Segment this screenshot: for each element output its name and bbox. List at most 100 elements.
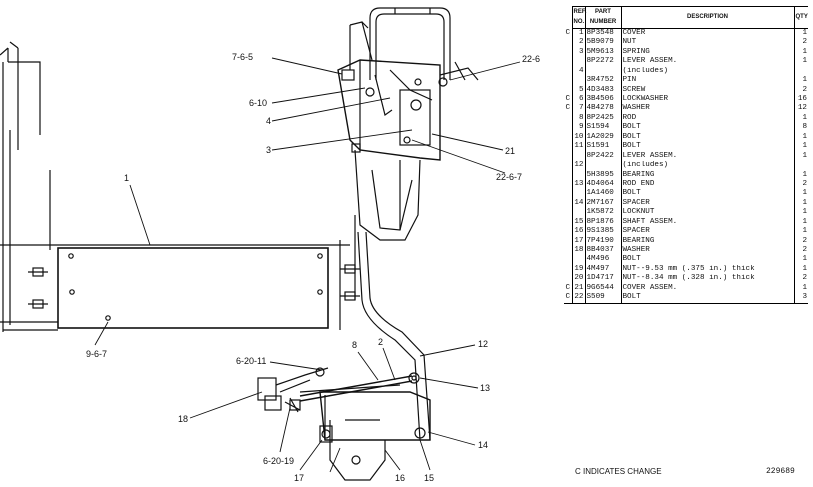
quantity: 2 bbox=[802, 236, 807, 245]
illustration-id: 229689 bbox=[766, 467, 795, 476]
part-number: S1594 bbox=[585, 123, 622, 133]
quantity: 1 bbox=[802, 283, 807, 292]
part-number: 5M9613 bbox=[585, 47, 622, 58]
part-number bbox=[585, 66, 622, 77]
ref-no: 21 bbox=[571, 283, 586, 294]
quantity: 16 bbox=[797, 95, 807, 104]
ref-no bbox=[571, 57, 586, 67]
description: (includes) bbox=[621, 66, 795, 77]
callout-4: 4 bbox=[266, 116, 271, 126]
part-number: 9S1385 bbox=[585, 227, 622, 237]
change-flag bbox=[564, 57, 572, 66]
change-flag bbox=[564, 38, 572, 47]
quantity: 1 bbox=[802, 57, 807, 66]
description: ROD END bbox=[621, 179, 795, 190]
callout-6-20-11: 6-20-11 bbox=[236, 356, 266, 366]
part-number: 4D3483 bbox=[585, 85, 622, 96]
ref-no bbox=[571, 208, 586, 218]
change-flag: C bbox=[565, 95, 571, 104]
quantity: 1 bbox=[802, 217, 807, 226]
parts-table-header: REF. NO. PART NUMBER DESCRIPTION QTY bbox=[564, 6, 808, 29]
description: SPACER bbox=[621, 227, 795, 237]
quantity: 2 bbox=[802, 274, 807, 283]
callout-2: 2 bbox=[378, 337, 383, 347]
change-flag bbox=[564, 246, 572, 255]
ref-no bbox=[571, 170, 586, 180]
quantity: 1 bbox=[802, 142, 807, 151]
ref-no: 17 bbox=[571, 236, 586, 247]
quantity: 1 bbox=[802, 76, 807, 85]
ref-no: 10 bbox=[571, 132, 586, 143]
change-flag bbox=[564, 48, 572, 57]
ref-no: 12 bbox=[571, 161, 586, 171]
ref-no: 1 bbox=[571, 28, 586, 39]
ref-no: 14 bbox=[571, 198, 586, 209]
part-number: 8P2422 bbox=[585, 151, 622, 162]
header-desc: DESCRIPTION bbox=[621, 6, 795, 29]
description: BOLT bbox=[621, 123, 795, 133]
part-number: 1A1460 bbox=[585, 189, 622, 199]
table-row: 4(includes) bbox=[564, 66, 808, 77]
callout-6-20-19: 6-20-19 bbox=[263, 456, 294, 466]
change-flag bbox=[564, 255, 572, 264]
ref-no: 22 bbox=[571, 293, 586, 304]
part-number: 8P1876 bbox=[585, 217, 622, 228]
callout-15: 15 bbox=[424, 473, 434, 483]
part-number: 3B4506 bbox=[585, 95, 622, 105]
quantity: 1 bbox=[802, 198, 807, 207]
quantity: 1 bbox=[802, 170, 807, 179]
ref-no: 6 bbox=[571, 95, 586, 105]
change-flag bbox=[564, 161, 572, 170]
change-flag bbox=[564, 76, 572, 85]
description: PIN bbox=[621, 76, 795, 86]
change-flag bbox=[564, 199, 572, 208]
quantity: 1 bbox=[802, 189, 807, 198]
quantity: 2 bbox=[802, 85, 807, 94]
callout-7-6-5: 7-6-5 bbox=[232, 52, 253, 62]
description: NUT--8.34 mm (.328 in.) thick bbox=[621, 274, 795, 284]
part-number: 4B4278 bbox=[585, 104, 622, 114]
leader-lines bbox=[94, 57, 521, 473]
description: NUT--9.53 mm (.375 in.) thick bbox=[621, 264, 795, 275]
change-flag bbox=[564, 274, 572, 283]
change-flag: C bbox=[565, 104, 571, 113]
callout-17: 17 bbox=[294, 473, 304, 483]
callout-6-10: 6-10 bbox=[249, 98, 267, 108]
table-row: 12(includes) bbox=[564, 161, 808, 171]
ref-no: 8 bbox=[571, 113, 586, 124]
ref-no bbox=[571, 189, 586, 199]
ref-no: 9 bbox=[571, 123, 586, 133]
change-flag bbox=[564, 218, 572, 227]
change-flag bbox=[564, 208, 572, 217]
ref-no: 11 bbox=[571, 142, 586, 152]
description: BEARING bbox=[621, 170, 795, 180]
ref-no bbox=[571, 151, 586, 162]
callout-8: 8 bbox=[352, 340, 357, 350]
change-flag bbox=[564, 133, 572, 142]
description: BOLT bbox=[621, 189, 795, 199]
quantity: 3 bbox=[794, 293, 808, 304]
description: BEARING bbox=[621, 236, 795, 247]
callout-1: 1 bbox=[124, 173, 129, 183]
callout-labels: 7-6-5 6-10 4 3 1 22-6 21 22-6-7 9-6-7 6-… bbox=[86, 52, 540, 483]
part-number: 4M497 bbox=[585, 264, 622, 275]
part-number: 4D4064 bbox=[585, 179, 622, 190]
description: SPACER bbox=[621, 198, 795, 209]
description: LOCKNUT bbox=[621, 208, 795, 218]
ref-no: 18 bbox=[571, 246, 586, 256]
